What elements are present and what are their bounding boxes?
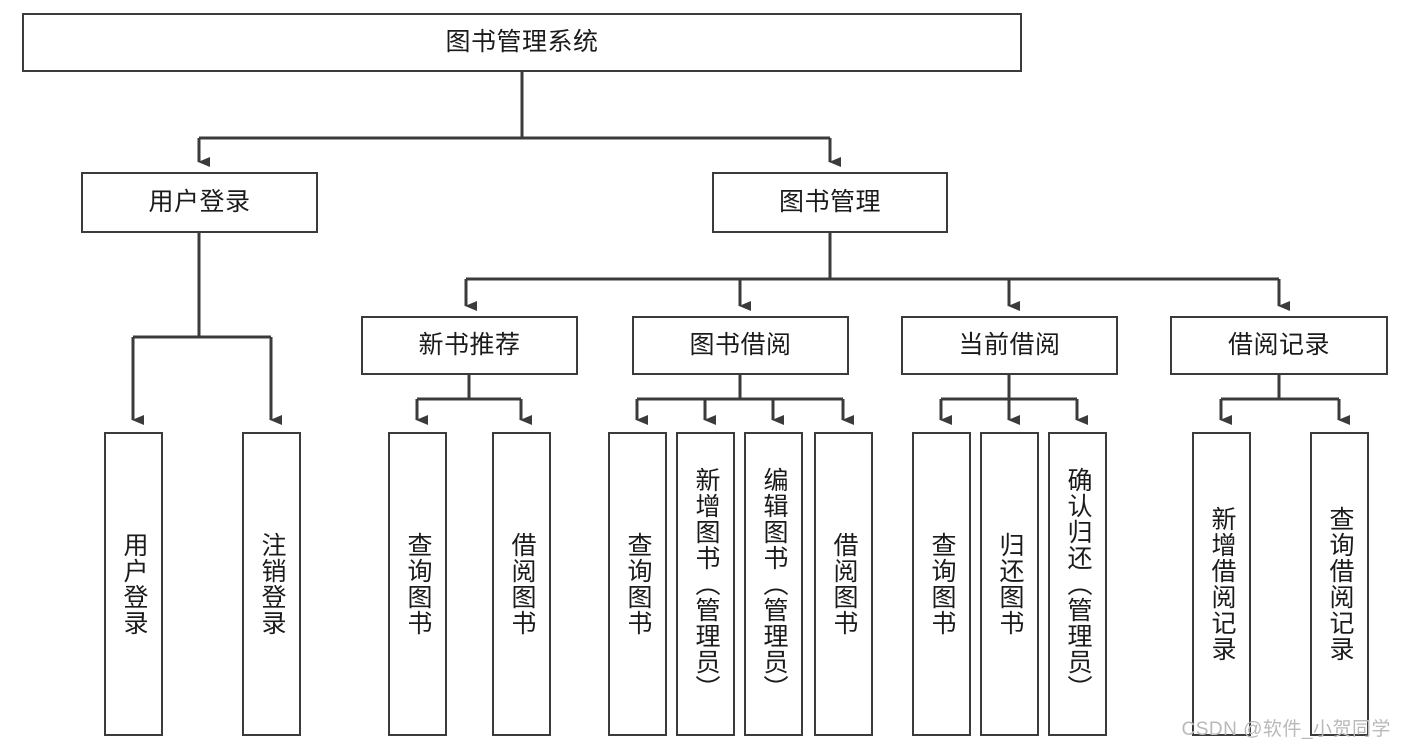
- node-label: 图书管理系统: [445, 28, 599, 56]
- node-label: 确认归还（管理员）: [1064, 467, 1092, 701]
- node-label: 借阅记录: [1227, 331, 1330, 359]
- node-label: 查询图书: [624, 532, 652, 636]
- node-leaf-user-login[interactable]: 用户登录: [104, 432, 163, 736]
- node-leaf-query-book-recommend[interactable]: 查询图书: [388, 432, 447, 736]
- node-leaf-query-book-current[interactable]: 查询图书: [912, 432, 971, 736]
- csdn-watermark: CSDN @软件_小贺同学: [1181, 719, 1391, 740]
- node-leaf-add-book-admin[interactable]: 新增图书（管理员）: [676, 432, 735, 736]
- node-book-borrow[interactable]: 图书借阅: [632, 316, 849, 375]
- node-leaf-edit-book-admin[interactable]: 编辑图书（管理员）: [744, 432, 803, 736]
- node-leaf-confirm-return-admin[interactable]: 确认归还（管理员）: [1048, 432, 1107, 736]
- node-label: 注销登录: [258, 532, 286, 636]
- node-label: 借阅图书: [830, 532, 858, 636]
- node-leaf-borrow-book-recommend[interactable]: 借阅图书: [492, 432, 551, 736]
- node-label: 当前借阅: [958, 331, 1061, 359]
- node-user-login[interactable]: 用户登录: [81, 172, 318, 233]
- node-label: 图书借阅: [689, 331, 792, 359]
- node-label: 查询图书: [404, 532, 432, 636]
- node-label: 图书管理: [778, 188, 881, 216]
- node-leaf-query-borrow-record[interactable]: 查询借阅记录: [1310, 432, 1369, 736]
- node-current-borrow[interactable]: 当前借阅: [901, 316, 1118, 375]
- node-label: 归还图书: [996, 532, 1024, 636]
- node-leaf-borrow-book-borrow[interactable]: 借阅图书: [814, 432, 873, 736]
- node-label: 查询借阅记录: [1326, 506, 1354, 662]
- node-label: 新增图书（管理员）: [692, 467, 720, 701]
- node-borrow-record[interactable]: 借阅记录: [1170, 316, 1388, 375]
- node-book-manage[interactable]: 图书管理: [712, 172, 948, 233]
- node-leaf-return-book[interactable]: 归还图书: [980, 432, 1039, 736]
- node-label: 借阅图书: [508, 532, 536, 636]
- node-leaf-query-book-borrow[interactable]: 查询图书: [608, 432, 667, 736]
- node-new-book-recommend[interactable]: 新书推荐: [361, 316, 578, 375]
- node-root-book-management-system[interactable]: 图书管理系统: [22, 13, 1022, 72]
- node-leaf-logout-login[interactable]: 注销登录: [242, 432, 301, 736]
- node-label: 编辑图书（管理员）: [760, 467, 788, 701]
- node-label: 新增借阅记录: [1208, 506, 1236, 662]
- node-label: 查询图书: [928, 532, 956, 636]
- node-label: 新书推荐: [418, 331, 521, 359]
- node-label: 用户登录: [148, 188, 251, 216]
- node-leaf-add-borrow-record[interactable]: 新增借阅记录: [1192, 432, 1251, 736]
- node-label: 用户登录: [120, 532, 148, 636]
